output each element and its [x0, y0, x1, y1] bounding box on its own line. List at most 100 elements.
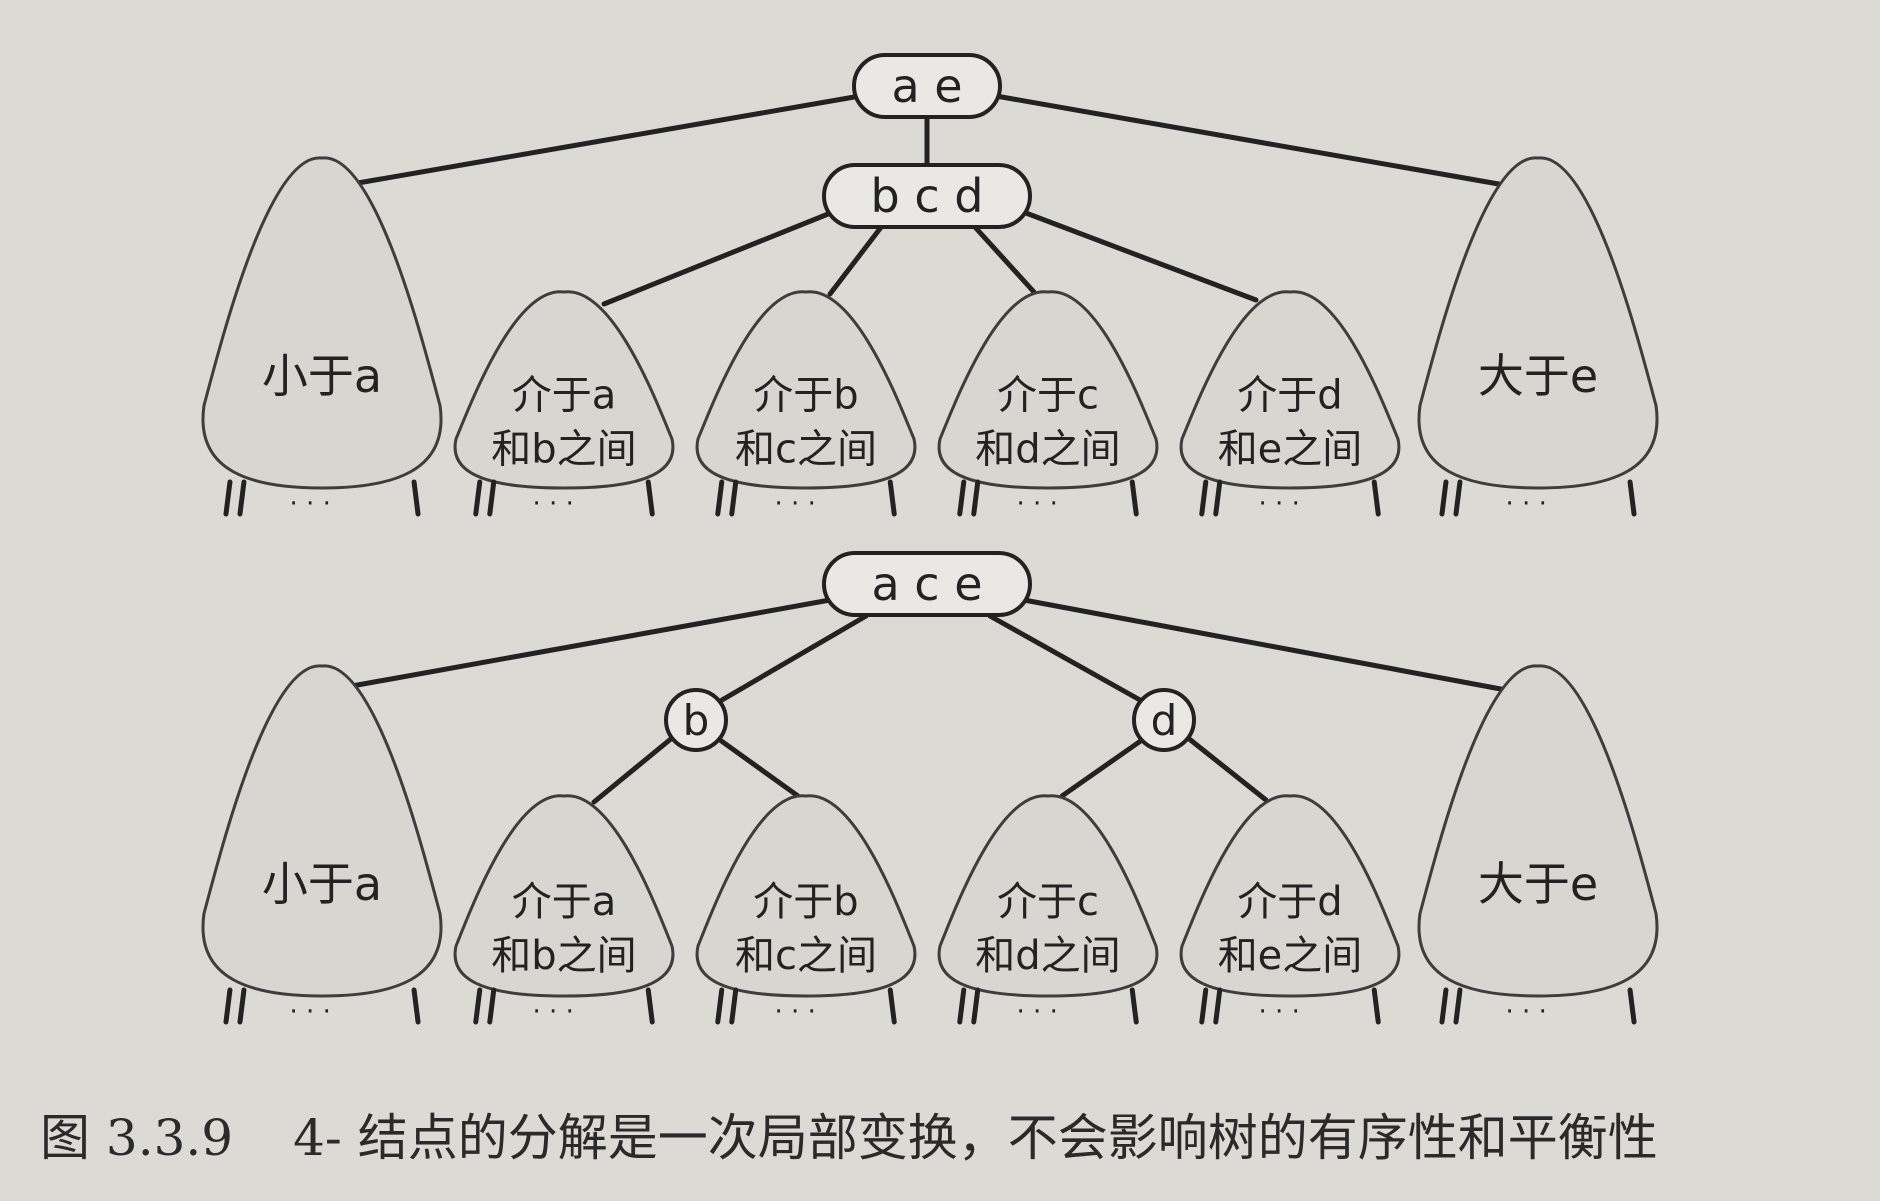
leg-right [1627, 987, 1637, 1025]
edge-b-1 [591, 735, 675, 805]
subtree-shape [1417, 156, 1659, 490]
leg-right [1129, 987, 1139, 1025]
leg-left-inner [729, 479, 739, 517]
leg-right [1371, 987, 1381, 1025]
subtree-label: 和c之间 [735, 933, 877, 979]
leaf-marker: · · · [533, 997, 574, 1027]
figure-caption: 图 3.3.9 4- 结点的分解是一次局部变换，不会影响树的有序性和平衡性 [40, 1098, 1658, 1170]
leg-left-inner [237, 479, 247, 517]
subtree-label: 大于e [1478, 857, 1598, 911]
leg-left-inner [729, 987, 739, 1025]
leaf-marker: · · · [1017, 997, 1058, 1027]
leg-left-outer [1439, 987, 1449, 1025]
subtree-label: 介于d [1237, 879, 1342, 925]
leaf-marker: · · · [290, 489, 331, 519]
subtree-label: 介于c [997, 879, 1099, 925]
leg-left-outer [473, 479, 483, 517]
subtree-label: 和b之间 [491, 426, 636, 472]
caption-text: 4- 结点的分解是一次局部变换，不会影响树的有序性和平衡性 [293, 1109, 1658, 1167]
top-root-node: a e [852, 53, 1002, 119]
subtree-shape [695, 290, 917, 490]
bottom-node-d-label: d [1151, 696, 1178, 745]
leg-left-outer [715, 479, 725, 517]
leg-right [1627, 479, 1637, 517]
edge-root-right [1021, 597, 1509, 693]
leg-right [645, 987, 655, 1025]
edge-child-3 [971, 223, 1037, 295]
subtree-label: 介于b [753, 372, 858, 418]
subtree-label: 介于a [512, 879, 617, 925]
bottom-root-node-label: a c e [871, 557, 982, 611]
subtree-top-5: · · ·大于e [1417, 156, 1659, 519]
leg-left-outer [473, 987, 483, 1025]
leg-left-outer [223, 479, 233, 517]
leaf-marker: · · · [290, 997, 331, 1027]
subtree-shape [1179, 290, 1401, 490]
subtree-bottom-3: · · · 介于c 和d之间 [937, 794, 1159, 1027]
leg-right [411, 987, 421, 1025]
bottom-node-b: b [664, 688, 728, 752]
subtree-shape [1179, 794, 1401, 998]
leaf-marker: · · · [775, 997, 816, 1027]
bottom-root-node: a c e [822, 551, 1032, 617]
leg-left-outer [223, 987, 233, 1025]
leg-left-inner [237, 987, 247, 1025]
leg-right [1129, 479, 1139, 517]
leg-left-outer [1199, 987, 1209, 1025]
subtree-label: 小于a [262, 857, 382, 911]
subtree-label: 和c之间 [735, 426, 877, 472]
leg-right [887, 479, 897, 517]
subtree-shape [453, 290, 675, 490]
leaf-marker: · · · [1017, 489, 1058, 519]
subtree-bottom-0: · · · 小于a [201, 664, 443, 1027]
leg-left-inner [971, 987, 981, 1025]
leg-left-outer [715, 987, 725, 1025]
edge-child-4 [1015, 207, 1259, 303]
leg-left-outer [957, 987, 967, 1025]
edge-root-right [993, 93, 1513, 189]
leg-left-inner [1453, 479, 1463, 517]
leg-left-inner [1453, 987, 1463, 1025]
edge-d-3 [1059, 737, 1145, 799]
top-child-node-label: b c d [871, 169, 984, 223]
leaf-marker: · · · [1259, 489, 1300, 519]
subtree-shape [937, 794, 1159, 998]
leg-left-inner [971, 479, 981, 517]
subtree-label: 大于e [1478, 349, 1598, 403]
leg-right [645, 479, 655, 517]
subtree-shape [201, 156, 443, 490]
edge-root-left [349, 93, 863, 187]
leaf-marker: · · · [1259, 997, 1300, 1027]
edge-child-1 [601, 207, 841, 307]
subtree-bottom-4: · · · 介于d 和e之间 [1179, 794, 1401, 1027]
edge-b-2 [717, 737, 801, 799]
subtree-shape [695, 794, 917, 998]
subtree-label: 介于d [1237, 372, 1342, 418]
subtree-bottom-1: · · · 介于a 和b之间 [453, 794, 675, 1027]
leg-left-outer [1439, 479, 1449, 517]
subtree-label: 和d之间 [975, 933, 1120, 979]
subtree-label: 和b之间 [491, 933, 636, 979]
subtree-shape [201, 664, 443, 998]
edge-root-b [719, 613, 869, 703]
subtree-shape [937, 290, 1159, 490]
subtree-label: 和d之间 [975, 426, 1120, 472]
caption-number: 图 3.3.9 [40, 1109, 234, 1167]
subtree-bottom-5: · · · 大于e [1417, 664, 1659, 1027]
subtree-label: 介于c [997, 372, 1099, 418]
edge-d-4 [1185, 735, 1269, 803]
edge-root-left [349, 597, 833, 689]
leg-right [1371, 479, 1381, 517]
leaf-marker: · · · [1506, 997, 1547, 1027]
leg-right [887, 987, 897, 1025]
subtree-label: 和e之间 [1218, 933, 1363, 979]
subtree-shape [453, 794, 675, 998]
bottom-node-d: d [1132, 688, 1196, 752]
